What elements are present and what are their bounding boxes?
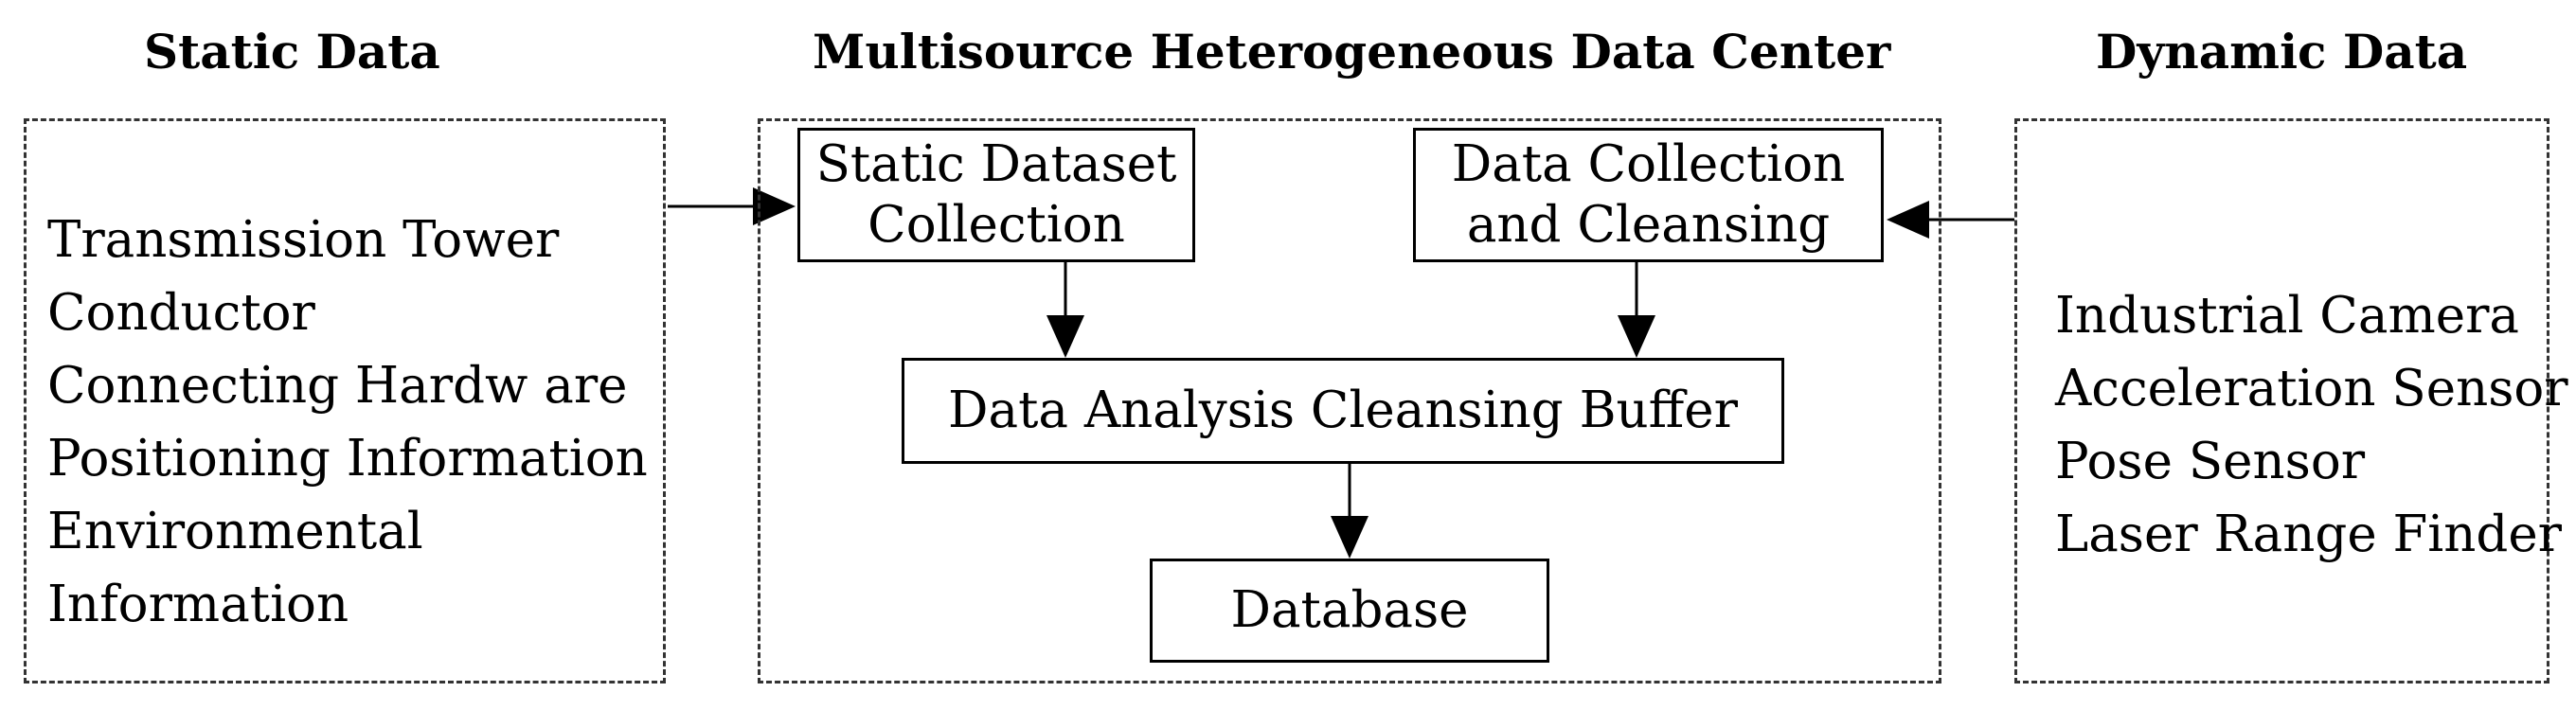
static-dataset-collection-box: Static Dataset Collection xyxy=(797,128,1195,262)
dynamic-item-laser-range-finder: Laser Range Finder xyxy=(2055,506,2563,563)
static-item-information: Information xyxy=(47,576,349,633)
static-data-list: Transmission Tower Conductor Connecting … xyxy=(47,204,648,641)
static-dataset-line-2: Collection xyxy=(868,196,1125,254)
static-dataset-line-1: Static Dataset xyxy=(815,135,1177,193)
arrowhead-static-to-dataset xyxy=(753,187,796,225)
dynamic-data-list: Industrial Camera Acceleration Sensor Po… xyxy=(2055,279,2568,571)
analysis-buffer-label: Data Analysis Cleansing Buffer xyxy=(947,382,1739,439)
static-item-environmental: Environmental xyxy=(47,503,423,560)
dynamic-item-pose-sensor: Pose Sensor xyxy=(2055,433,2366,490)
collection-cleansing-line-1: Data Collection xyxy=(1451,135,1846,193)
arrowhead-buffer-to-database xyxy=(1331,516,1368,559)
data-center-group xyxy=(758,118,1941,683)
static-item-transmission-tower: Transmission Tower xyxy=(47,211,560,269)
arrowhead-collection-to-buffer xyxy=(1618,315,1655,358)
data-center-header: Multisource Heterogeneous Data Center xyxy=(813,24,1891,80)
dynamic-data-group xyxy=(2014,118,2549,683)
dynamic-item-industrial-camera: Industrial Camera xyxy=(2055,287,2520,345)
static-item-positioning-information: Positioning Information xyxy=(47,430,648,488)
collection-cleansing-line-2: and Cleansing xyxy=(1466,196,1831,254)
arrowhead-dataset-to-buffer xyxy=(1046,315,1084,358)
static-item-conductor: Conductor xyxy=(47,284,315,342)
dynamic-data-header: Dynamic Data xyxy=(2096,24,2468,80)
static-item-connecting-hardware: Connecting Hardw are xyxy=(47,357,628,415)
data-collection-cleansing-box: Data Collection and Cleansing xyxy=(1413,128,1884,262)
dynamic-item-acceleration-sensor: Acceleration Sensor xyxy=(2055,360,2568,417)
data-analysis-buffer-box: Data Analysis Cleansing Buffer xyxy=(902,358,1784,464)
database-box: Database xyxy=(1150,559,1549,663)
arrowhead-dynamic-to-collection xyxy=(1887,201,1929,239)
database-label: Database xyxy=(1230,581,1469,639)
static-data-header: Static Data xyxy=(144,24,440,80)
static-data-group xyxy=(24,118,666,683)
